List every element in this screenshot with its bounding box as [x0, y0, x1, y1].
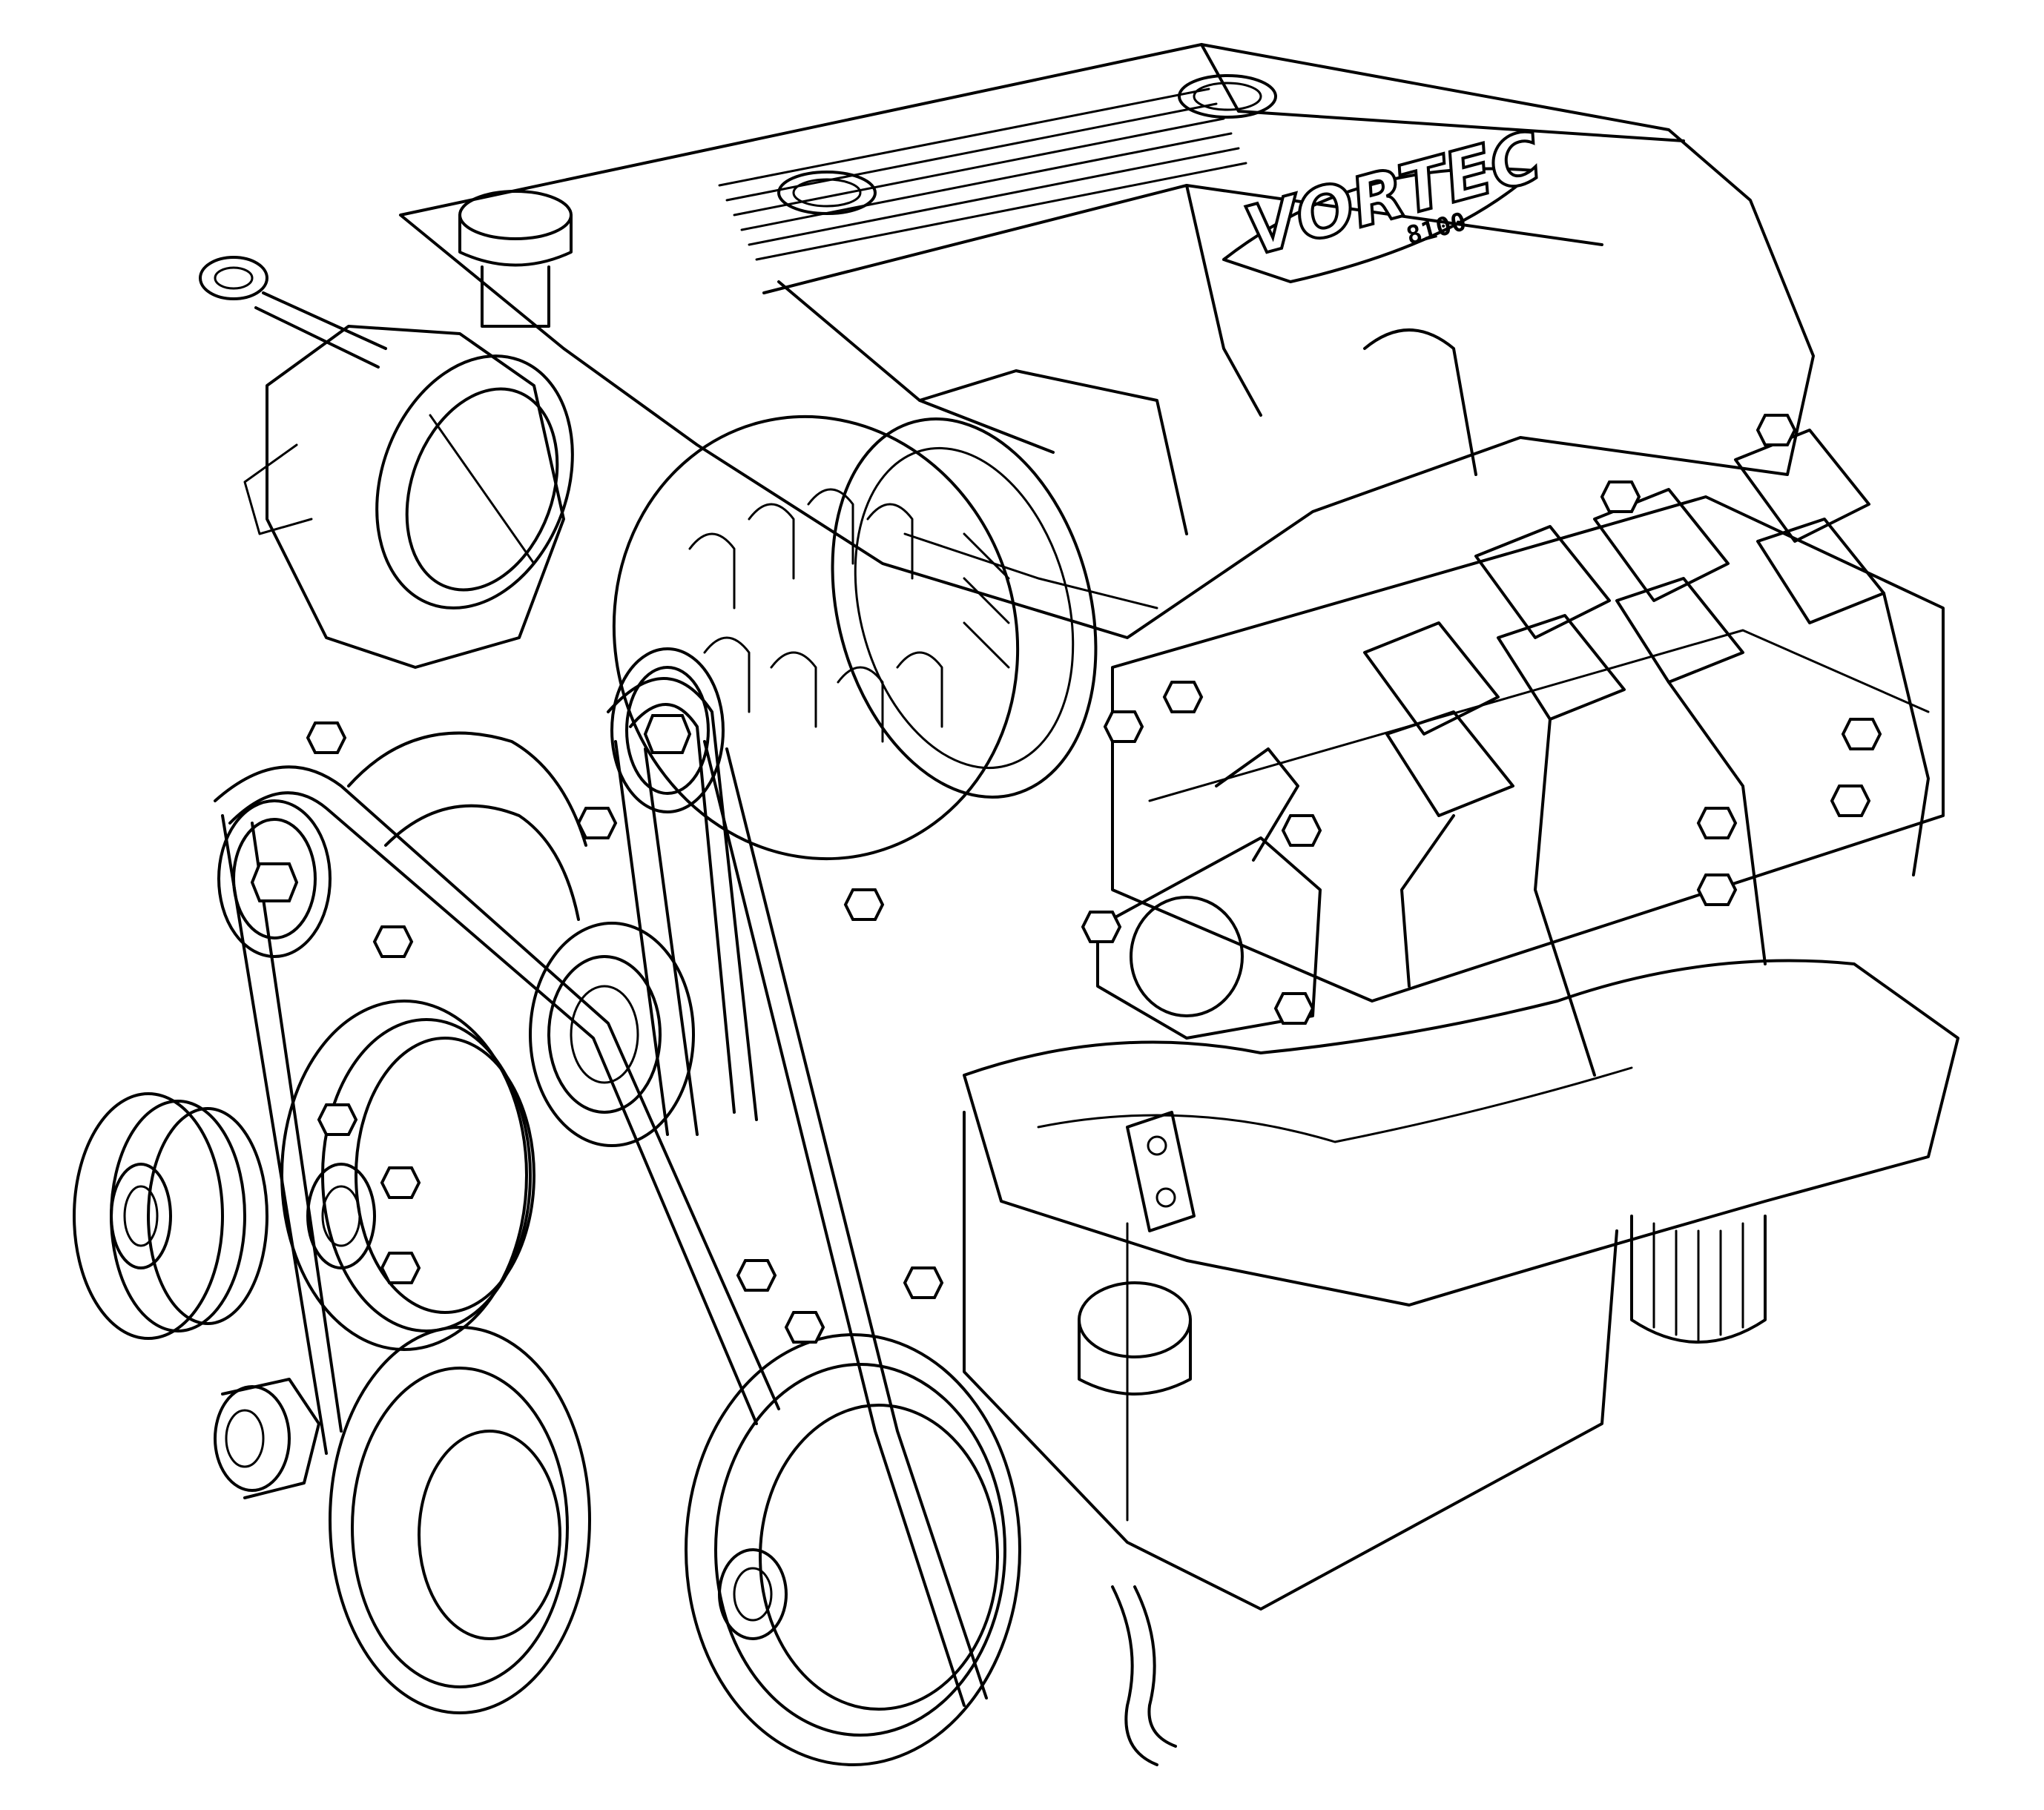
- valve-cover: [1111, 495, 1945, 1003]
- idler-pulley-upper: [217, 799, 332, 958]
- upper-radiator-hose: [347, 731, 587, 921]
- cover-ribs: [718, 87, 1247, 261]
- bolts: [306, 414, 1882, 1344]
- vortec-badge: VORTEC 8100: [1222, 115, 1551, 283]
- ignition-coil-3: [1593, 488, 1767, 965]
- ignition-coil-1: [1363, 621, 1514, 988]
- thermostat-housing: [1096, 747, 1322, 1040]
- ac-compressor-pulley: [73, 1092, 268, 1340]
- coolant-tube: [1111, 1585, 1177, 1766]
- alternator-pulley: [610, 647, 725, 813]
- mounting-bracket: [1126, 1111, 1196, 1232]
- vortec-logo-text: VORTEC: [1237, 116, 1549, 271]
- serpentine-belt: [214, 677, 988, 1707]
- dipstick-handle: [199, 256, 387, 369]
- power-steering-reservoir: [1078, 1281, 1192, 1396]
- alternator: [612, 414, 1098, 861]
- belt-tensioner: [214, 1378, 320, 1499]
- power-steering-pump-pulley: [685, 1333, 1021, 1766]
- water-pump-pulley: [280, 1000, 535, 1351]
- alternator-vents: [688, 488, 1010, 743]
- crankshaft-pulley: [329, 1326, 591, 1714]
- cover-port-left: [777, 171, 877, 215]
- idler-pulley-middle: [529, 922, 695, 1147]
- exhaust-manifold: [963, 959, 1959, 1307]
- oil-filler-cap: [458, 190, 573, 328]
- oil-filter: [1630, 1215, 1767, 1344]
- intake-manifold-cover: VORTEC 8100: [399, 43, 1815, 639]
- throttle-body: [243, 325, 574, 669]
- ignition-coil-4: [1734, 429, 1930, 876]
- ignition-coil-2: [1474, 525, 1626, 1077]
- engine-block: [963, 1111, 1618, 1611]
- cover-port-right: [1178, 74, 1277, 119]
